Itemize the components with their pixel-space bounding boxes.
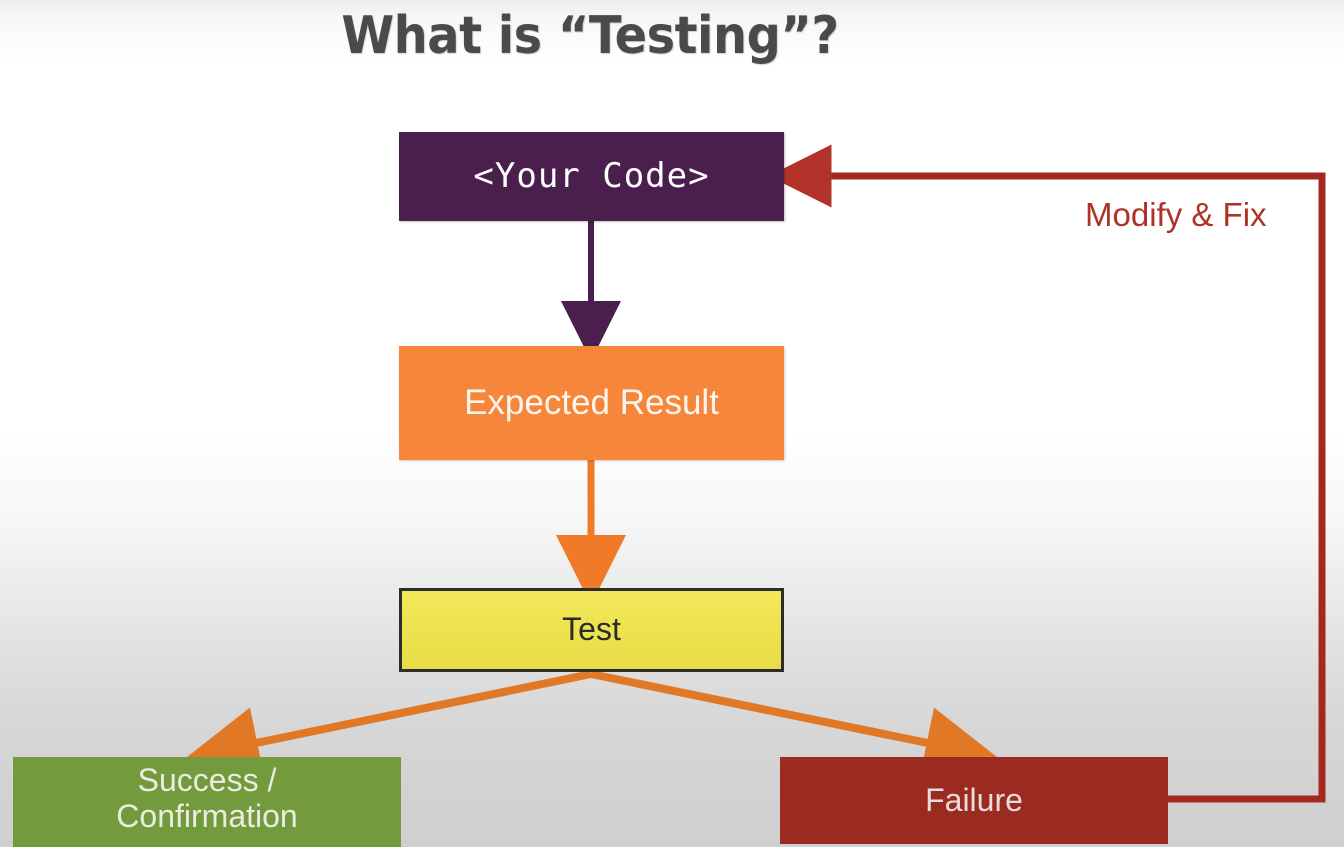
node-failure[interactable]: Failure [780,757,1168,844]
node-test[interactable]: Test [399,588,784,672]
connector-failure-to-code [768,144,1326,803]
connector-test-to-failure [590,670,998,779]
node-test-label: Test [562,611,621,648]
node-your-code[interactable]: <Your Code> [399,132,784,221]
node-success-label-line1: Success / [137,762,277,798]
node-your-code-label: <Your Code> [473,156,710,197]
node-success-label-line2: Confirmation [116,797,298,834]
connector-test-to-success [186,670,592,778]
node-expected-result-label: Expected Result [464,383,719,423]
connector-label-modify-fix: Modify & Fix [1085,196,1267,233]
node-failure-label: Failure [925,781,1023,818]
node-expected-result[interactable]: Expected Result [399,346,784,460]
page-title: What is “Testing”? [341,6,839,66]
node-success[interactable]: Success / Confirmation [13,757,401,847]
